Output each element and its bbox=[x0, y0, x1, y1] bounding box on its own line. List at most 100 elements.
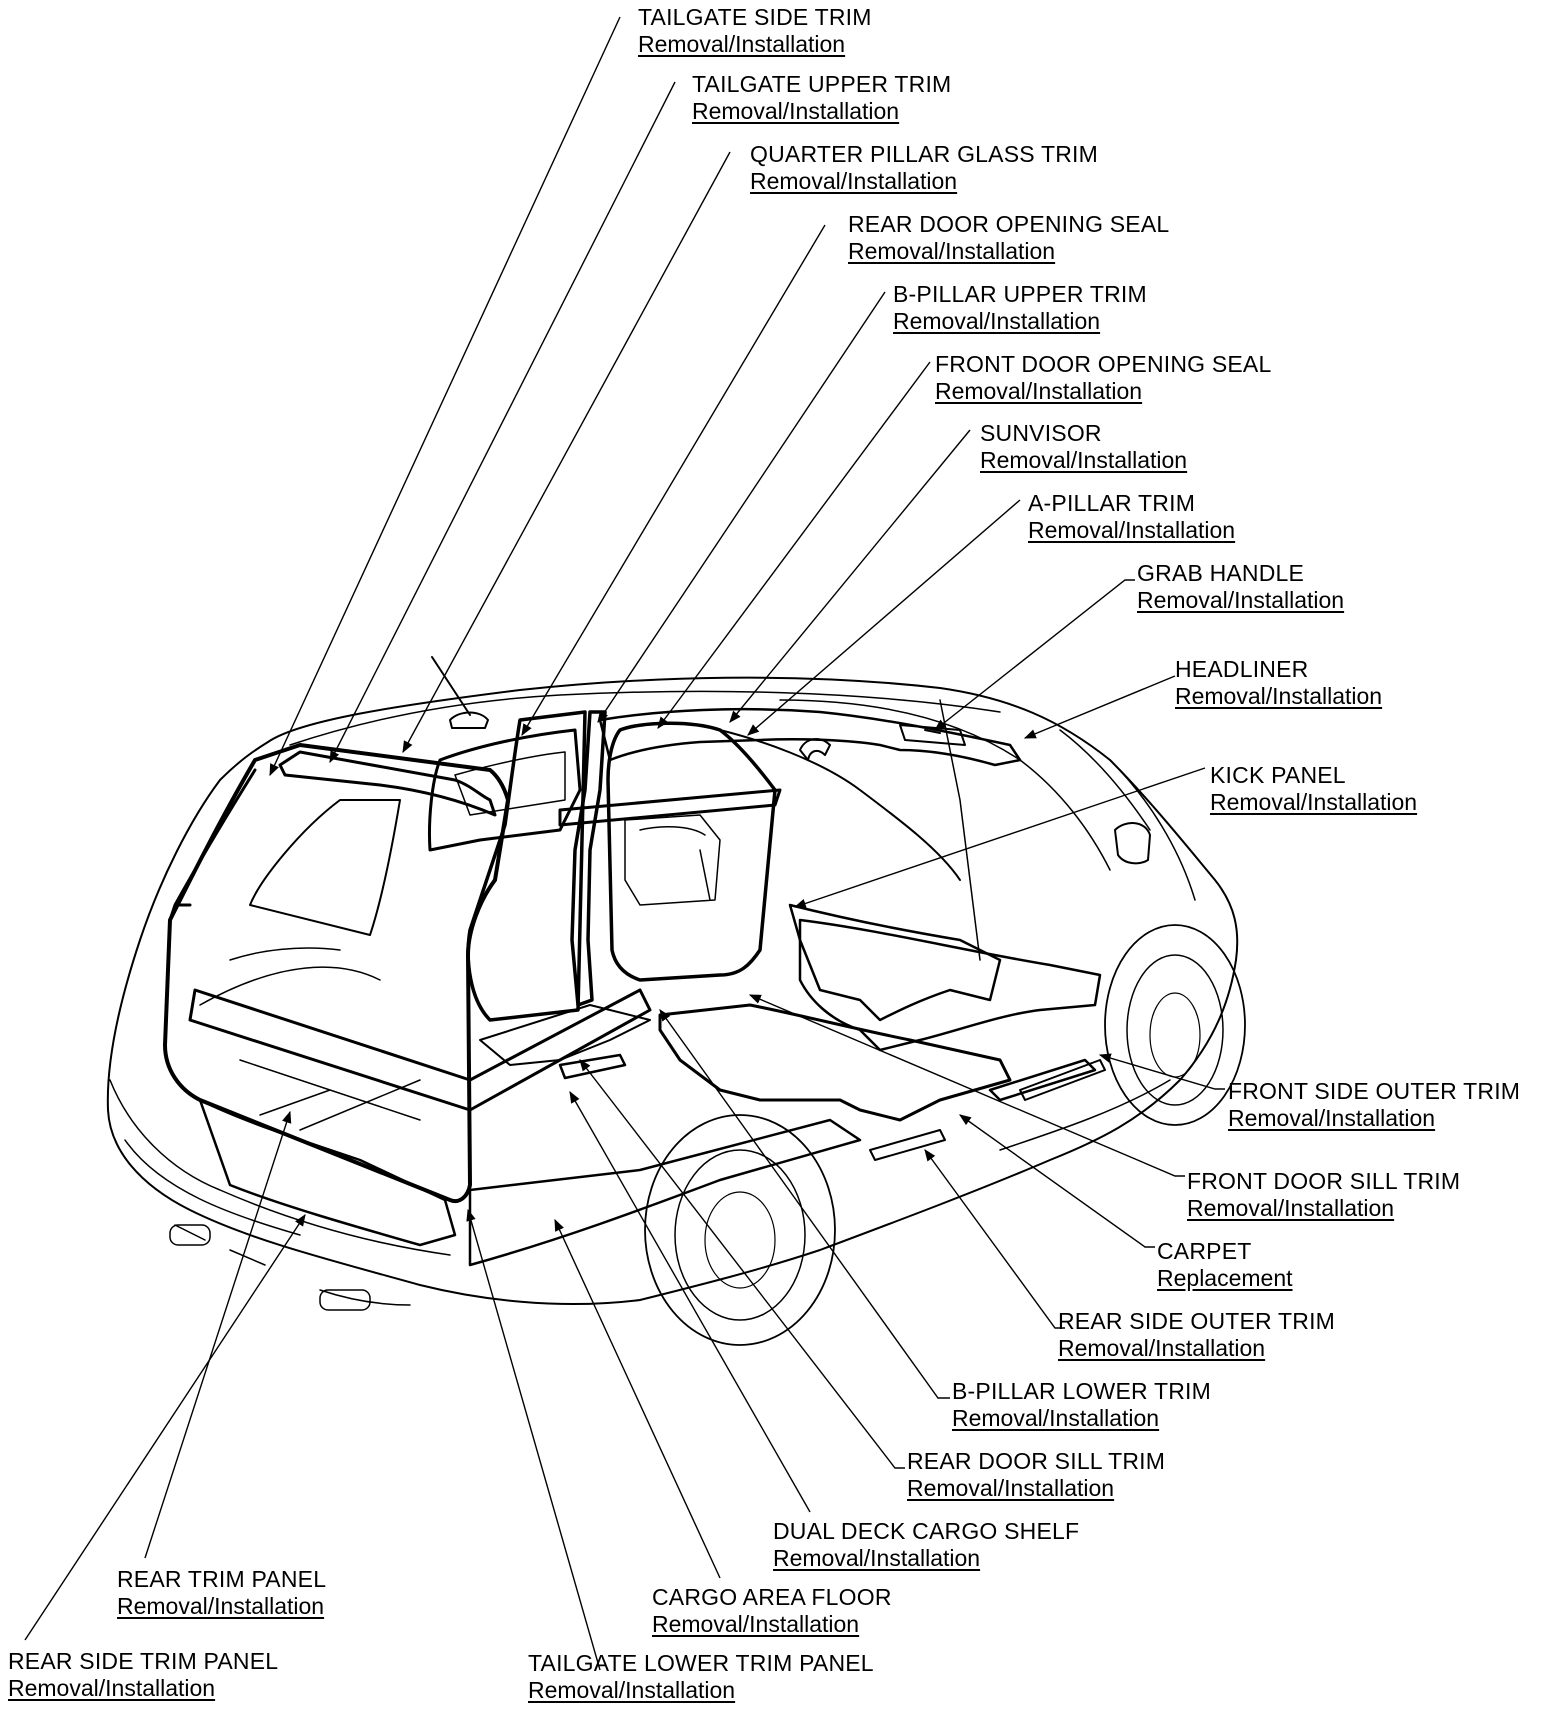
removal-installation-link[interactable]: Removal/Installation bbox=[1028, 517, 1236, 543]
removal-installation-link[interactable]: Removal/Installation bbox=[907, 1475, 1115, 1501]
leader-b-pillar-lower-trim bbox=[659, 1009, 950, 1399]
removal-installation-link[interactable]: Removal/Installation bbox=[935, 378, 1143, 404]
leader-quarter-pillar-glass-trim bbox=[402, 151, 731, 754]
leader-front-side-outer-trim bbox=[1098, 1053, 1225, 1090]
front-door-sill-trim-shape bbox=[988, 1058, 1097, 1102]
callout-rear-side-trim-panel: REAR SIDE TRIM PANEL Removal/Installatio… bbox=[8, 1648, 278, 1702]
callout-title: SUNVISOR bbox=[980, 420, 1102, 446]
removal-installation-link[interactable]: Removal/Installation bbox=[1137, 587, 1345, 613]
callout-tailgate-lower-trim-panel: TAILGATE LOWER TRIM PANEL Removal/Instal… bbox=[528, 1650, 874, 1704]
callout-rear-side-outer-trim: REAR SIDE OUTER TRIM Removal/Installatio… bbox=[1058, 1308, 1335, 1362]
leader-rear-trim-panel bbox=[144, 1110, 292, 1559]
b-pillar-upper-trim-shape bbox=[558, 788, 782, 827]
removal-installation-link[interactable]: Removal/Installation bbox=[692, 98, 900, 124]
replacement-link[interactable]: Replacement bbox=[1157, 1265, 1293, 1291]
leader-dual-deck-cargo-shelf bbox=[569, 1090, 811, 1513]
front-body-lines bbox=[999, 729, 1196, 1151]
callout-b-pillar-upper-trim: B-PILLAR UPPER TRIM Removal/Installation bbox=[893, 281, 1147, 335]
callout-cargo-area-floor: CARGO AREA FLOOR Removal/Installation bbox=[652, 1584, 892, 1638]
removal-installation-link[interactable]: Removal/Installation bbox=[773, 1545, 981, 1571]
removal-installation-link[interactable]: Removal/Installation bbox=[117, 1593, 325, 1619]
callout-title: KICK PANEL bbox=[1210, 762, 1346, 788]
callout-dual-deck-cargo-shelf: DUAL DECK CARGO SHELF Removal/Installati… bbox=[773, 1518, 1079, 1572]
leader-kick-panel bbox=[793, 767, 1206, 909]
callout-a-pillar-trim: A-PILLAR TRIM Removal/Installation bbox=[1028, 490, 1235, 544]
leader-a-pillar-trim bbox=[747, 499, 1021, 736]
callout-title: FRONT DOOR OPENING SEAL bbox=[935, 351, 1272, 377]
headliner-shape bbox=[598, 707, 1022, 767]
callout-title: CARGO AREA FLOOR bbox=[652, 1584, 892, 1610]
carpet-shape bbox=[658, 1003, 1012, 1122]
leader-b-pillar-upper-trim bbox=[597, 291, 886, 723]
rear-wheel bbox=[674, 1149, 806, 1321]
rear-bumper bbox=[109, 1079, 451, 1306]
leader-cargo-area-floor bbox=[554, 1218, 721, 1579]
callout-sunvisor: SUNVISOR Removal/Installation bbox=[980, 420, 1187, 474]
callout-title: FRONT DOOR SILL TRIM bbox=[1187, 1168, 1461, 1194]
removal-installation-link[interactable]: Removal/Installation bbox=[528, 1677, 736, 1703]
callout-title: A-PILLAR TRIM bbox=[1028, 490, 1196, 516]
front-wheel bbox=[1126, 954, 1224, 1106]
callout-title: TAILGATE LOWER TRIM PANEL bbox=[528, 1650, 874, 1676]
leader-front-door-opening-seal bbox=[657, 361, 931, 729]
a-pillar bbox=[719, 729, 961, 881]
callout-title: TAILGATE UPPER TRIM bbox=[692, 71, 952, 97]
rear-door-sill-trim-shape bbox=[558, 1053, 627, 1080]
leader-tailgate-upper-trim bbox=[329, 81, 676, 764]
rear-wheel-arch bbox=[644, 1114, 836, 1346]
removal-installation-link[interactable]: Removal/Installation bbox=[952, 1405, 1160, 1431]
leader-tailgate-side-trim bbox=[269, 16, 621, 777]
rear-trim-panel-shape bbox=[198, 1098, 457, 1247]
removal-installation-link[interactable]: Removal/Installation bbox=[638, 31, 846, 57]
removal-installation-link[interactable]: Removal/Installation bbox=[652, 1611, 860, 1637]
front-wheel-hub bbox=[1149, 992, 1201, 1078]
callout-title: REAR TRIM PANEL bbox=[117, 1566, 327, 1592]
leader-tailgate-lower-trim-panel bbox=[466, 1208, 601, 1671]
leader-rear-door-opening-seal bbox=[521, 224, 826, 737]
callout-rear-door-opening-seal: REAR DOOR OPENING SEAL Removal/Installat… bbox=[848, 211, 1169, 265]
removal-installation-link[interactable]: Removal/Installation bbox=[893, 308, 1101, 334]
callout-title: HEADLINER bbox=[1175, 656, 1309, 682]
removal-installation-link[interactable]: Removal/Installation bbox=[980, 447, 1188, 473]
vehicle-illustration bbox=[106, 656, 1246, 1346]
removal-installation-link[interactable]: Removal/Installation bbox=[1175, 683, 1383, 709]
body-outline bbox=[106, 676, 1239, 1306]
side-mirror bbox=[1114, 822, 1151, 865]
removal-installation-link[interactable]: Removal/Installation bbox=[848, 238, 1056, 264]
removal-installation-link[interactable]: Removal/Installation bbox=[1210, 789, 1418, 815]
removal-installation-link[interactable]: Removal/Installation bbox=[1187, 1195, 1395, 1221]
cargo-shelf bbox=[188, 988, 652, 1112]
removal-installation-link[interactable]: Removal/Installation bbox=[1058, 1335, 1266, 1361]
tailgate-glass bbox=[249, 799, 401, 936]
callout-rear-door-sill-trim: REAR DOOR SILL TRIM Removal/Installation bbox=[907, 1448, 1165, 1502]
removal-installation-link[interactable]: Removal/Installation bbox=[750, 168, 958, 194]
leader-grab-handle bbox=[934, 579, 1135, 731]
callout-tailgate-upper-trim: TAILGATE UPPER TRIM Removal/Installation bbox=[692, 71, 951, 125]
leader-lines bbox=[24, 16, 1225, 1671]
leader-sunvisor bbox=[729, 429, 971, 723]
callout-grab-handle: GRAB HANDLE Removal/Installation bbox=[1137, 560, 1344, 614]
leader-rear-side-trim-panel bbox=[24, 1213, 306, 1641]
front-door-opening-seal-shape bbox=[606, 721, 777, 982]
callout-quarter-pillar-glass-trim: QUARTER PILLAR GLASS TRIM Removal/Instal… bbox=[750, 141, 1098, 195]
b-pillar bbox=[570, 710, 607, 1007]
removal-installation-link[interactable]: Removal/Installation bbox=[1228, 1105, 1436, 1131]
front-door-inner bbox=[624, 814, 721, 906]
rear-door-opening-seal-shape bbox=[466, 710, 587, 1022]
windshield bbox=[779, 699, 1111, 961]
callout-front-side-outer-trim: FRONT SIDE OUTER TRIM Removal/Installati… bbox=[1228, 1078, 1520, 1132]
callout-title: REAR DOOR OPENING SEAL bbox=[848, 211, 1170, 237]
leader-carpet bbox=[959, 1114, 1155, 1248]
rear-wheel-hub bbox=[704, 1191, 776, 1289]
antenna-base bbox=[449, 711, 489, 729]
cargo-area-floor-shape bbox=[468, 1118, 862, 1267]
callout-title: B-PILLAR LOWER TRIM bbox=[952, 1378, 1211, 1404]
roof-line bbox=[289, 690, 1001, 746]
removal-installation-link[interactable]: Removal/Installation bbox=[8, 1675, 216, 1701]
callout-carpet: CARPET Replacement bbox=[1157, 1238, 1293, 1292]
callout-tailgate-side-trim: TAILGATE SIDE TRIM Removal/Installation bbox=[638, 4, 872, 58]
callout-title: DUAL DECK CARGO SHELF bbox=[773, 1518, 1080, 1544]
callout-title: CARPET bbox=[1157, 1238, 1252, 1264]
leader-headliner bbox=[1023, 675, 1176, 739]
bumper-reflector-left bbox=[169, 1224, 211, 1246]
